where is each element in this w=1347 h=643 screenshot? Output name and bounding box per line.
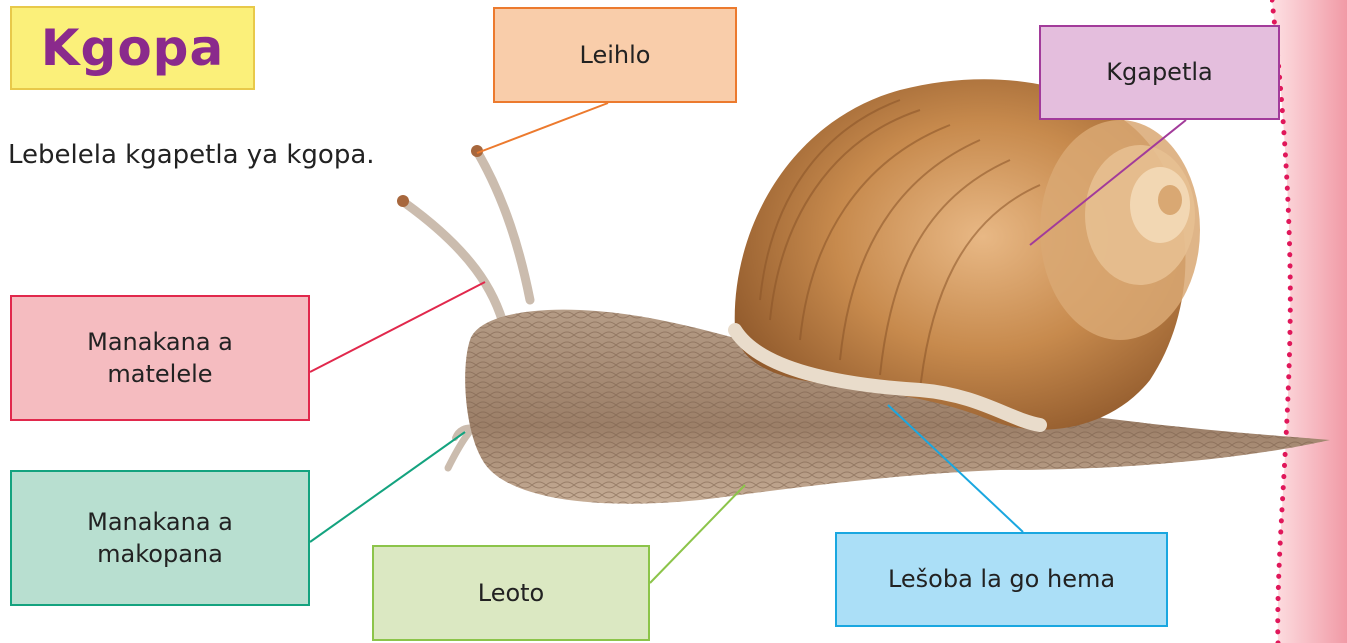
label-leihlo: Leihlo [493, 7, 737, 103]
label-manakana-a-makopana: Manakana a makopana [10, 470, 310, 606]
label-lesoba-text: Lešoba la go hema [888, 563, 1115, 595]
label-kgapetla: Kgapetla [1039, 25, 1280, 120]
label-kgapetla-text: Kgapetla [1106, 56, 1212, 88]
label-leihlo-text: Leihlo [580, 39, 651, 71]
label-leoto: Leoto [372, 545, 650, 641]
label-makopana-line2: makopana [87, 538, 233, 570]
label-matelele-line2: matelele [87, 358, 233, 390]
instruction-text: Lebelela kgapetla ya kgopa. [8, 140, 375, 170]
label-leoto-text: Leoto [478, 577, 545, 609]
label-matelele-line1: Manakana a [87, 326, 233, 358]
label-makopana-line1: Manakana a [87, 506, 233, 538]
title-box: Kgopa [10, 6, 255, 90]
label-lesoba-la-go-hema: Lešoba la go hema [835, 532, 1168, 627]
label-manakana-a-matelele: Manakana a matelele [10, 295, 310, 421]
page-title: Kgopa [41, 19, 224, 77]
